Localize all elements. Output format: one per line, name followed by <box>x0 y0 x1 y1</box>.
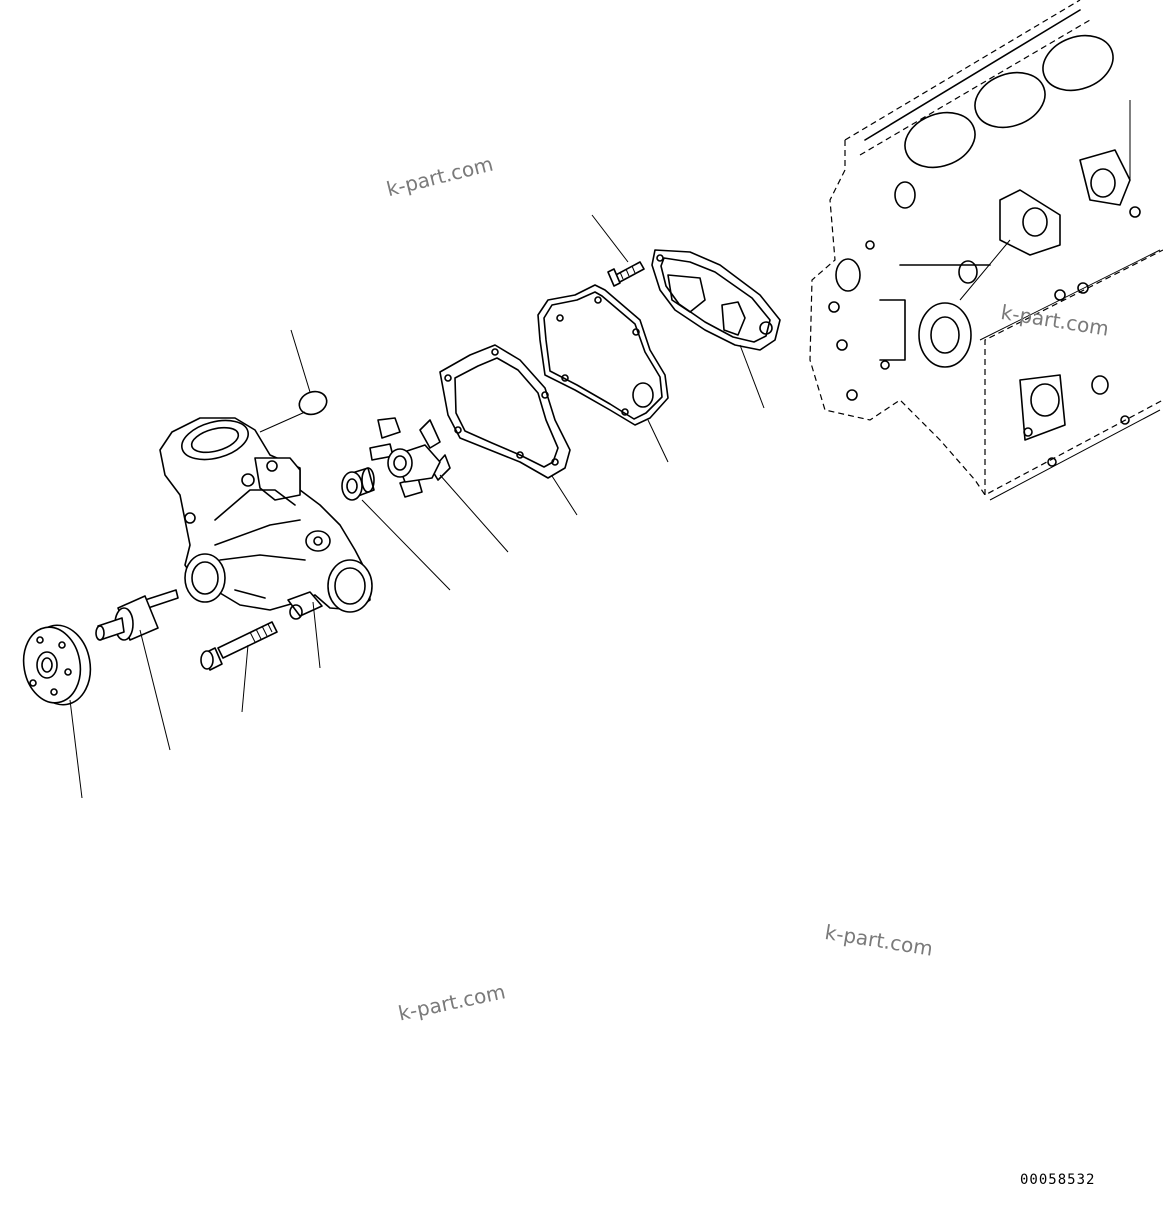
impeller <box>369 417 451 498</box>
leader-o-ring <box>259 329 311 433</box>
pulley-hub <box>22 624 92 706</box>
pump-gasket <box>439 344 571 479</box>
leader-mounting-bolt <box>241 644 249 713</box>
leader-pump-shaft <box>139 629 171 751</box>
o-ring <box>298 390 328 416</box>
leader-mechanical-seal <box>361 499 451 591</box>
cylinder-block <box>809 0 1163 501</box>
leader-pulley-hub <box>69 699 83 799</box>
water-pump-body <box>159 417 373 620</box>
mechanical-seal <box>341 467 375 501</box>
block-gasket <box>651 249 781 351</box>
leader-pump-body <box>312 601 321 669</box>
drawing-number: 00058532 <box>1020 1172 1096 1188</box>
leader-impeller <box>439 474 509 553</box>
leader-cover-plate <box>647 419 669 463</box>
leader-cover-bolt <box>591 214 629 263</box>
mounting-bolt <box>200 621 278 671</box>
leader-pump-gasket <box>551 475 578 516</box>
leader-block-gasket <box>739 344 765 409</box>
cover-bolt <box>607 261 645 287</box>
pump-shaft-bearing <box>95 589 179 641</box>
cover-plate <box>537 284 669 426</box>
